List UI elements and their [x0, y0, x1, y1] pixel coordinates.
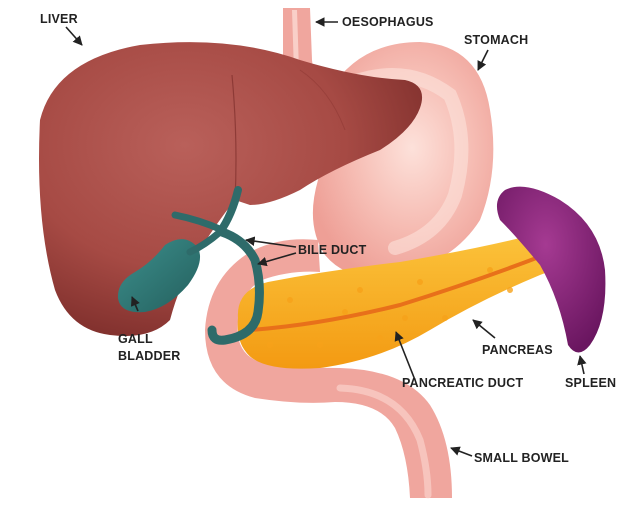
- label-pancreatic-duct: PANCREATIC DUCT: [402, 376, 523, 391]
- label-stomach: STOMACH: [464, 33, 528, 48]
- label-oesophagus: OESOPHAGUS: [342, 15, 434, 30]
- label-liver: LIVER: [40, 12, 78, 27]
- label-gall-bladder-line2: BLADDER: [118, 348, 181, 365]
- label-gall-bladder: GALL BLADDER: [118, 331, 181, 365]
- label-pancreas: PANCREAS: [482, 343, 553, 358]
- label-spleen: SPLEEN: [565, 376, 616, 391]
- label-gall-bladder-line1: GALL: [118, 331, 181, 348]
- label-bile-duct: BILE DUCT: [298, 243, 366, 258]
- label-small-bowel: SMALL BOWEL: [474, 451, 569, 466]
